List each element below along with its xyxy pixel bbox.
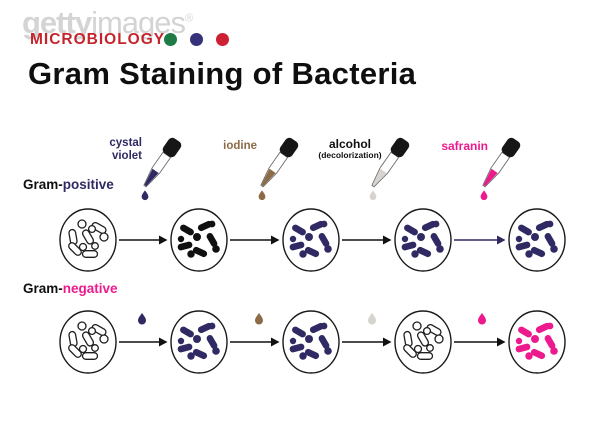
gettyimages-watermark: gettyimages® xyxy=(22,5,193,41)
gram-negative-arrow-3-icon xyxy=(342,337,392,347)
gram-negative-arrow-1-icon xyxy=(119,337,168,347)
gram-positive-petri-dish-4 xyxy=(394,208,452,272)
microbiology-label: MICROBIOLOGY xyxy=(30,31,166,48)
dropper-icon-iodine xyxy=(258,137,299,201)
gram-negative-droplet-icon-3 xyxy=(368,312,376,325)
gram-negative-label: Gram-negative xyxy=(23,281,118,296)
row-label-suffix: positive xyxy=(62,177,114,192)
gram-positive-label: Gram-positive xyxy=(23,177,114,192)
gram-positive-arrow-4-icon xyxy=(454,235,506,245)
registered-icon: ® xyxy=(185,12,194,25)
alcohol-label: alcohol(decolorization) xyxy=(310,137,390,161)
page-title: Gram Staining of Bacteria xyxy=(28,56,417,91)
gram-negative-droplet-icon-2 xyxy=(255,312,263,325)
gram-negative-petri-dish-1 xyxy=(59,310,117,374)
gram-negative-petri-dish-3 xyxy=(282,310,340,374)
gram-negative-arrow-4-icon xyxy=(454,337,506,347)
gram-positive-petri-dish-1 xyxy=(59,208,117,272)
gram-negative-droplet-icon-1 xyxy=(138,312,146,325)
alcohol-label-line: alcohol xyxy=(328,137,371,151)
safranin-label-line: safranin xyxy=(441,139,488,153)
dropper-icon-alcohol xyxy=(369,137,410,201)
row-label-prefix: Gram- xyxy=(23,281,63,296)
safranin-label: safranin xyxy=(430,139,488,153)
red-dot xyxy=(216,33,229,46)
gram-positive-arrow-3-icon xyxy=(342,235,392,245)
gram-positive-arrow-2-icon xyxy=(230,235,280,245)
alcohol-label-line: (decolorization) xyxy=(318,150,382,161)
dropper-icon-crystal-violet xyxy=(141,137,182,201)
gram-negative-arrow-2-icon xyxy=(230,337,280,347)
gram-positive-petri-dish-5 xyxy=(508,208,566,272)
watermark-getty: getty xyxy=(22,5,92,40)
gram-negative-droplet-icon-4 xyxy=(478,312,486,325)
gram-negative-petri-dish-5 xyxy=(508,310,566,374)
green-dot xyxy=(164,33,177,46)
gram-positive-arrow-1-icon xyxy=(119,235,168,245)
row-label-prefix: Gram- xyxy=(23,177,63,192)
gram-negative-petri-dish-4 xyxy=(394,310,452,374)
iodine-label-line: iodine xyxy=(223,140,257,152)
dropper-icon-safranin xyxy=(480,137,521,201)
gram-positive-petri-dish-3 xyxy=(282,208,340,272)
crystal-violet-label-line: violet xyxy=(111,149,142,162)
crystal-violet-label-line: cystal xyxy=(109,137,142,149)
gram-positive-petri-dish-2 xyxy=(170,208,228,272)
iodine-label: iodine xyxy=(211,140,257,153)
navy-dot xyxy=(190,33,203,46)
gram-negative-petri-dish-2 xyxy=(170,310,228,374)
row-label-suffix: negative xyxy=(62,281,118,296)
